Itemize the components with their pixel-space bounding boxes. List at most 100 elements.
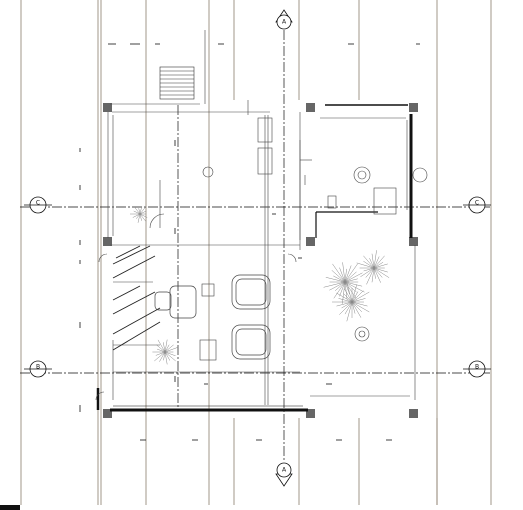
plant-leaf — [139, 206, 147, 215]
plant-leaf — [366, 267, 375, 285]
plant-leaf — [373, 250, 377, 269]
grid-bubble-a-bottom: A — [275, 462, 293, 487]
plant-leaf — [343, 293, 353, 303]
plant-leaf — [373, 256, 380, 269]
plant-leaf — [164, 351, 168, 365]
plant-leaf — [336, 301, 353, 307]
grid-bubble-a-top: A — [275, 9, 293, 30]
plant-leaf — [351, 291, 359, 303]
plant-leaf — [332, 263, 346, 283]
plant-leaf — [344, 272, 363, 283]
plant-leaf — [341, 301, 353, 309]
stair-top — [159, 66, 195, 100]
plant-leaf — [373, 267, 388, 273]
plant-leaf — [159, 351, 166, 362]
door-swings — [95, 213, 297, 401]
plant-leaf — [344, 271, 357, 283]
grid-bubble-b-left: B — [24, 360, 52, 378]
plant-leaf — [346, 301, 353, 322]
plant-leaf — [342, 281, 346, 304]
interior-lines — [107, 30, 416, 405]
sheet-corner-mark — [0, 505, 20, 510]
grid-bubble-b-right: B — [463, 360, 491, 378]
plant-leaf — [344, 268, 347, 283]
plant-leaf — [164, 346, 179, 353]
grid-bubble-c-left: C — [24, 196, 52, 214]
structural-columns — [103, 103, 418, 418]
plant-leaf — [134, 206, 141, 215]
plant-leaf — [344, 281, 350, 295]
plant-leaf — [139, 213, 147, 222]
plant-leaf — [339, 301, 353, 315]
plant-leaf — [373, 267, 376, 279]
plant-leaf — [136, 213, 141, 219]
reference-lines — [20, 0, 492, 505]
plant-leaf — [333, 275, 346, 283]
plant-leaf — [329, 281, 346, 291]
plant-leaf — [164, 351, 176, 357]
plant-leaf — [132, 213, 141, 218]
plant-leaf — [342, 262, 346, 283]
plant-leaf — [351, 301, 368, 307]
plant-leaf — [363, 267, 375, 272]
plant-leaf — [344, 265, 352, 283]
plant-leaf — [371, 253, 375, 269]
plant-leaf — [344, 281, 357, 299]
plant-leaf — [139, 206, 143, 215]
plant-leaf — [338, 298, 353, 303]
plant-leaf — [137, 213, 141, 223]
plant-leaf — [351, 301, 356, 314]
plant-leaf — [373, 267, 381, 283]
plant-leaf — [344, 301, 353, 315]
plant-leaf — [344, 278, 358, 283]
plant-leaf — [157, 348, 166, 353]
plant-leaf — [164, 344, 174, 353]
dimension-ticks — [79, 43, 420, 441]
plant-leaf — [351, 284, 357, 303]
plant-leaf — [363, 255, 375, 269]
lounge-chairs — [154, 274, 271, 360]
plant-leaf — [336, 292, 353, 303]
plant-leaf — [163, 342, 166, 353]
plant-leaf — [139, 213, 142, 221]
plant-leaf — [339, 281, 346, 297]
plant-leaf — [334, 281, 346, 291]
plant-leaf — [346, 282, 353, 303]
plant-leaf — [154, 351, 166, 362]
plant-leaf — [373, 267, 390, 278]
svg-text:C: C — [36, 200, 40, 207]
plant-leaf — [333, 281, 346, 299]
plant-leaf — [365, 267, 375, 278]
svg-text:A: A — [282, 467, 287, 474]
svg-text:B: B — [475, 364, 479, 371]
svg-text:A: A — [282, 19, 287, 26]
plant-leaf — [344, 281, 363, 287]
plant-leaf — [369, 258, 375, 269]
plant-leaf — [351, 290, 364, 303]
plant-leaf — [325, 277, 346, 283]
plant-leaf — [351, 301, 362, 318]
plant-leaf — [363, 260, 375, 269]
plant-leaf — [133, 210, 141, 215]
cabinets — [199, 117, 397, 361]
plant-leaf — [339, 267, 346, 283]
plant-leaf — [373, 261, 384, 269]
plant-leaf — [163, 351, 166, 361]
plant-leaf — [373, 267, 383, 278]
plant-leaf — [351, 301, 370, 313]
plant-leaf — [344, 281, 365, 293]
ramp-lines — [112, 245, 161, 351]
plant-leaf — [139, 213, 148, 218]
plant-leaf — [351, 291, 370, 303]
plant-leaf — [155, 351, 166, 356]
grid-bubble-c-right: C — [463, 196, 491, 214]
plant-leaf — [323, 281, 346, 288]
plant-leaf — [138, 208, 141, 215]
plant-leaf — [139, 210, 147, 215]
potted-plants — [202, 166, 428, 342]
plant-leaf — [331, 270, 346, 283]
svg-text:C: C — [475, 200, 479, 207]
plant-leaf — [351, 301, 363, 313]
plant-leaf — [164, 351, 176, 362]
